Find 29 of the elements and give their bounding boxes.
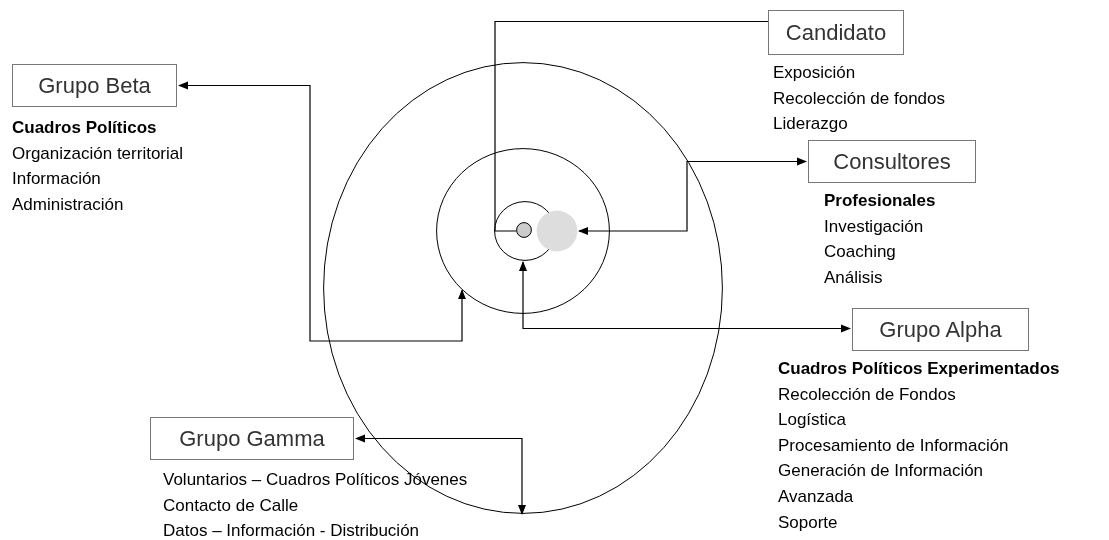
caption-line: Información (12, 168, 101, 191)
caption-line: Profesionales (824, 190, 936, 212)
group-box: Candidato (768, 10, 904, 55)
connector-arrow (578, 157, 807, 235)
group-box: Consultores (808, 140, 976, 183)
connector-arrow (519, 260, 851, 333)
caption-line: Contacto de Calle (163, 494, 299, 517)
caption-line: Organización territorial (12, 142, 183, 165)
group-box: Grupo Beta (12, 64, 177, 107)
caption-line: Coaching (824, 241, 896, 264)
connector-arrow (178, 81, 466, 342)
caption-line: Análisis (824, 266, 883, 289)
caption-line: Soporte (778, 511, 838, 534)
caption-line: Liderazgo (773, 113, 848, 136)
caption-line: Exposición (773, 62, 856, 84)
caption-line: Logística (778, 409, 847, 432)
connector-arrow (355, 434, 526, 515)
caption-line: Recolección de Fondos (778, 383, 956, 406)
group-box: Grupo Alpha (852, 308, 1029, 351)
caption-line: Administración (12, 193, 124, 216)
caption-line: Cuadros Políticos (12, 117, 157, 139)
caption-line: Avanzada (778, 486, 854, 508)
group-box: Grupo Gamma (150, 417, 354, 460)
caption-line: Investigación (824, 215, 924, 238)
caption-line: Generación de Información (778, 460, 984, 483)
caption-line: Recolección de fondos (773, 87, 945, 110)
caption-line: Datos – Información - Distribución (163, 520, 420, 540)
caption-line: Procesamiento de Información (778, 434, 1009, 457)
caption-line: Cuadros Políticos Experimentados (778, 358, 1060, 380)
